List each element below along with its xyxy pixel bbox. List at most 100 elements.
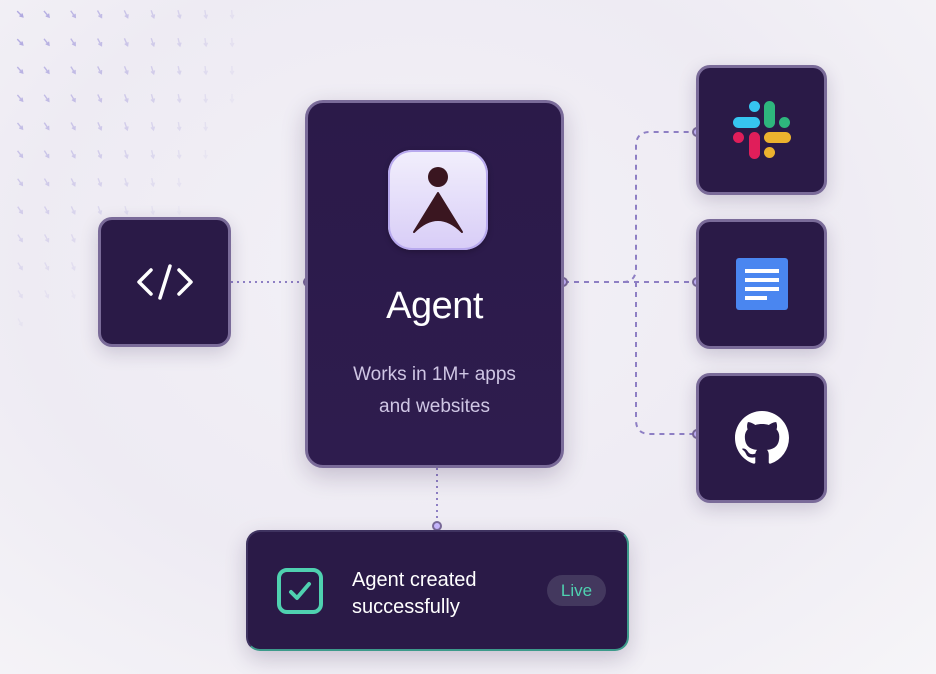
- background-arrow: [70, 262, 76, 271]
- agent-subtitle-line2: and websites: [379, 396, 490, 417]
- background-arrow: [70, 150, 76, 159]
- background-arrow: [70, 94, 76, 103]
- background-arrow: [16, 10, 24, 18]
- background-arrow: [43, 178, 50, 187]
- background-arrow: [17, 262, 23, 271]
- live-badge: Live: [547, 575, 606, 606]
- background-arrow: [203, 149, 208, 160]
- code-tile[interactable]: [98, 217, 231, 347]
- background-arrow: [203, 121, 208, 132]
- background-arrow: [229, 65, 235, 76]
- background-arrow: [150, 10, 156, 20]
- background-arrow: [97, 94, 103, 103]
- background-arrow: [203, 9, 209, 20]
- background-arrow: [43, 66, 50, 75]
- background-arrow: [203, 65, 209, 76]
- agent-created-notification: Agent created successfully Live: [246, 530, 629, 651]
- background-arrow: [176, 121, 182, 132]
- background-arrow: [124, 177, 129, 188]
- background-arrow: [229, 37, 235, 48]
- background-arrow: [44, 234, 50, 243]
- connector-agent-to-apps: [564, 131, 698, 435]
- background-arrow: [70, 234, 76, 243]
- background-arrow: [43, 38, 50, 47]
- background-arrow: [123, 94, 129, 104]
- background-arrow: [124, 149, 129, 160]
- status-message: Agent created successfully: [352, 567, 477, 621]
- background-arrow: [203, 37, 209, 48]
- background-arrow: [16, 122, 24, 131]
- background-arrow: [150, 205, 156, 216]
- background-arrow: [176, 177, 182, 188]
- github-icon: [734, 411, 789, 464]
- background-arrow: [17, 290, 23, 299]
- slack-icon: [732, 101, 791, 159]
- github-tile[interactable]: [696, 373, 827, 503]
- background-arrow: [70, 66, 76, 75]
- background-arrow: [97, 150, 103, 159]
- background-arrow: [203, 93, 209, 104]
- agent-subtitle: Works in 1M+ apps and websites: [338, 359, 531, 423]
- background-arrow: [43, 206, 50, 215]
- background-arrow: [16, 66, 24, 74]
- agent-card[interactable]: Agent Works in 1M+ apps and websites: [305, 100, 564, 468]
- background-arrow: [17, 150, 24, 159]
- background-arrow: [150, 65, 156, 76]
- background-arrow: [17, 178, 24, 187]
- background-arrow: [176, 37, 182, 48]
- background-arrow: [70, 38, 76, 47]
- background-arrow: [150, 37, 156, 48]
- background-arrow: [229, 93, 235, 104]
- background-arrow: [70, 290, 76, 300]
- background-arrow: [124, 205, 129, 216]
- agent-subtitle-line1: Works in 1M+ apps: [353, 364, 516, 385]
- background-arrow: [43, 10, 50, 19]
- background-arrow: [150, 177, 156, 188]
- background-arrow: [123, 66, 129, 75]
- background-arrow: [96, 38, 103, 47]
- background-arrow: [16, 94, 24, 103]
- background-arrow: [17, 234, 23, 243]
- background-arrow: [70, 178, 76, 187]
- agent-app-icon: [388, 150, 488, 250]
- connector-dot: [432, 521, 442, 531]
- background-arrow: [123, 38, 129, 47]
- background-arrow: [123, 10, 129, 19]
- agent-title: Agent: [386, 285, 483, 327]
- background-arrow: [97, 178, 103, 188]
- background-arrow: [177, 9, 182, 20]
- background-arrow: [17, 318, 23, 327]
- background-arrow: [176, 149, 182, 160]
- background-arrow: [150, 93, 156, 104]
- status-line2: successfully: [352, 596, 460, 618]
- background-arrow: [96, 10, 103, 19]
- background-arrow: [16, 38, 24, 46]
- background-arrow: [70, 206, 76, 215]
- slack-tile[interactable]: [696, 65, 827, 195]
- checkmark-icon: [289, 582, 311, 600]
- background-arrow: [44, 262, 50, 271]
- google-docs-tile[interactable]: [696, 219, 827, 349]
- success-check-box: [277, 568, 323, 614]
- background-arrow: [70, 10, 77, 19]
- background-arrow: [124, 121, 129, 132]
- background-arrow: [176, 65, 182, 76]
- background-arrow: [43, 122, 50, 131]
- background-arrow: [176, 205, 182, 216]
- background-arrow: [17, 206, 24, 215]
- google-docs-icon: [735, 258, 788, 310]
- background-arrow: [43, 94, 50, 103]
- agent-logo-icon: [413, 167, 463, 233]
- background-arrow: [44, 290, 50, 299]
- background-arrow: [229, 9, 235, 20]
- status-line1: Agent created: [352, 569, 477, 591]
- background-arrow: [97, 205, 103, 216]
- code-brackets-icon: [136, 264, 193, 300]
- background-arrow: [176, 93, 182, 104]
- background-arrow: [43, 150, 50, 159]
- background-arrow: [70, 122, 76, 131]
- background-arrow: [97, 122, 103, 131]
- background-arrow: [150, 149, 156, 160]
- background-arrow: [150, 121, 156, 132]
